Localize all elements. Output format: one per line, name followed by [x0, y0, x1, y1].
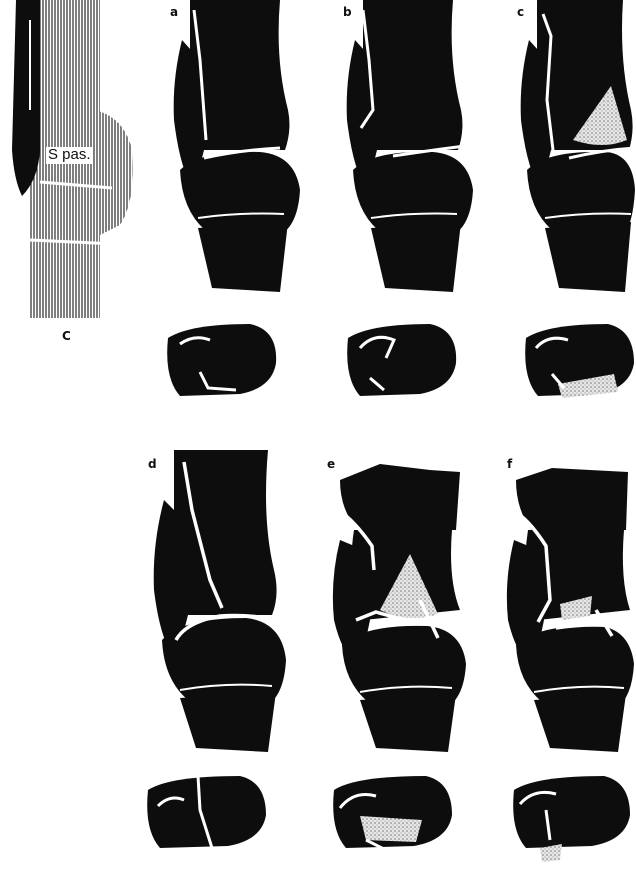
- fibula-solid-shaft: [12, 0, 40, 196]
- lateral-bone: [147, 776, 266, 848]
- stippled-fragment: [360, 816, 422, 842]
- calcaneus-block: [371, 222, 461, 292]
- panel-c-ankle-front: [507, 0, 636, 300]
- panel-f-ankle-front: [496, 450, 636, 755]
- calcaneus-block: [180, 692, 276, 752]
- lateral-bone: [513, 776, 630, 848]
- panel-d-ankle-front: [140, 450, 300, 755]
- panel-d-ankle-lateral: [140, 770, 270, 855]
- panel-e-ankle-front: [320, 450, 480, 755]
- lateral-bone: [347, 324, 456, 396]
- talus: [527, 152, 635, 235]
- s-pas-annotation: S pas.: [46, 147, 93, 164]
- calcaneus-block: [534, 694, 626, 752]
- panel-e-ankle-lateral: [326, 770, 456, 855]
- panel-b-ankle-front: [333, 0, 483, 300]
- tibia-block: [516, 468, 628, 530]
- calcaneus-block: [360, 694, 456, 752]
- panel-a-ankle-lateral: [160, 318, 280, 403]
- panel-f-ankle-lateral: [506, 770, 634, 865]
- calcaneus-block: [198, 222, 288, 292]
- talus-hatched-body: [38, 108, 133, 235]
- lateral-bone: [167, 324, 276, 396]
- panel-a-ankle-front: [160, 0, 310, 300]
- tibia-block: [340, 464, 460, 530]
- calcaneus-block: [545, 222, 631, 292]
- schematic-label: C: [62, 330, 71, 342]
- panel-b-ankle-lateral: [340, 318, 460, 403]
- panel-c-ankle-lateral: [518, 318, 636, 403]
